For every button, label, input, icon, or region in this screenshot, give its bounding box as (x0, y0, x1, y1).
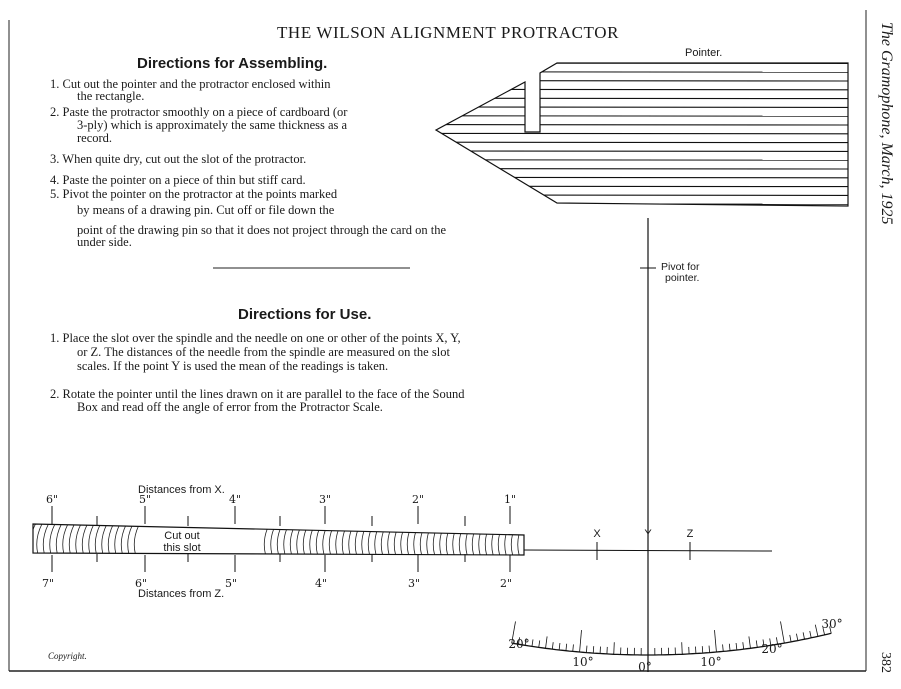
protractor-tick (796, 633, 799, 641)
protractor-tick (769, 638, 772, 646)
list-item-line: under side. (77, 235, 132, 249)
list-item-line: 3-ply) which is approximately the same t… (77, 118, 348, 132)
protractor-tick (681, 642, 683, 655)
protractor-tick (809, 630, 812, 638)
protractor-label: 30° (821, 617, 842, 631)
protractor-tick (551, 642, 554, 650)
list-item-line: 3. When quite dry, cut out the slot of t… (50, 152, 306, 166)
pivot-label-2: pointer. (665, 272, 699, 284)
protractor-tick (565, 643, 568, 651)
protractor-tick (538, 640, 541, 648)
top-scale-label: 5" (139, 493, 151, 506)
bottom-scale-label: 3" (408, 577, 420, 590)
protractor-tick (762, 639, 765, 647)
protractor-tick (735, 642, 738, 650)
bottom-scale-label: 6" (135, 577, 147, 590)
list-item-line: point of the drawing pin so that it does… (77, 223, 446, 237)
protractor-tick (524, 638, 527, 646)
svg-text:382: 382 (878, 652, 893, 673)
top-scale-label: 2" (412, 493, 424, 506)
protractor-label: 0° (638, 660, 652, 674)
assembling-list: 1. Cut out the pointer and the protracto… (50, 77, 446, 249)
slot-label-2: this slot (163, 542, 200, 554)
list-item-line: Box and read off the angle of error from… (77, 400, 383, 414)
protractor-tick (722, 644, 724, 652)
protractor-tick (714, 630, 717, 653)
list-item-line: 2. Rotate the pointer until the lines dr… (50, 387, 465, 401)
page-title: THE WILSON ALIGNMENT PROTRACTOR (277, 23, 619, 42)
protractor-tick (708, 645, 710, 653)
protractor-scale: 20° 10° 0° 10° 20° 30° (508, 617, 842, 674)
protractor-label: 10° (700, 655, 721, 669)
protractor-tick (586, 645, 588, 653)
distances-z-label: Distances from Z. (138, 588, 224, 600)
list-item-line: scales. If the point Y is used the mean … (77, 359, 388, 373)
protractor-tick (579, 630, 582, 653)
protractor-label: 20° (761, 642, 782, 656)
bottom-scale-label: 5" (225, 577, 237, 590)
protractor-tick (780, 621, 785, 644)
copyright: Copyright. (48, 651, 87, 661)
spindle-line (523, 549, 773, 552)
protractor-tick (572, 644, 574, 652)
use-heading: Directions for Use. (238, 306, 371, 323)
top-scale-label: 4" (229, 493, 241, 506)
assembling-heading: Directions for Assembling. (137, 55, 327, 72)
top-scale-label: 6" (46, 493, 58, 506)
protractor-tick (789, 634, 792, 642)
pointer-label: Pointer. (685, 47, 722, 59)
protractor-tick (531, 639, 534, 647)
protractor-tick (814, 624, 819, 637)
protractor-tick (558, 642, 561, 650)
list-item-line: the rectangle. (77, 89, 144, 103)
needle-points: X Y Z (593, 528, 694, 560)
point-label: X (593, 528, 601, 540)
list-item-line: 5. Pivot the pointer on the protractor a… (50, 187, 338, 201)
slot-scale: 6" 7" 5" 6" 4" 5" 3" 4" 2" 3" 1" 2" (42, 493, 516, 590)
list-item-line: 4. Paste the pointer on a piece of thin … (50, 173, 306, 187)
use-list: 1. Place the slot over the spindle and t… (50, 331, 465, 414)
protractor-tick (776, 637, 778, 645)
pivot-label: Pivot for (661, 261, 700, 273)
point-label: Y (644, 528, 652, 540)
point-label: Z (687, 528, 694, 540)
protractor-tick (545, 636, 548, 649)
protractor-tick (518, 637, 520, 645)
slot-cutout (32, 523, 525, 556)
list-item-line: 1. Place the slot over the spindle and t… (50, 331, 461, 345)
bottom-scale-label: 7" (42, 577, 54, 590)
protractor-tick (822, 627, 825, 635)
top-scale-label: 3" (319, 493, 331, 506)
list-item-line: 1. Cut out the pointer and the protracto… (50, 77, 331, 91)
page-number: 382 (878, 652, 893, 673)
protractor-tick (742, 642, 745, 650)
side-caption: The Gramophone, March, 1925 (878, 22, 895, 225)
protractor-arc (511, 632, 832, 656)
list-item-line: 2. Paste the protractor smoothly on a pi… (50, 105, 348, 119)
bottom-scale-label: 4" (315, 577, 327, 590)
protractor-tick (613, 642, 615, 655)
list-item-line: or Z. The distances of the needle from t… (77, 345, 450, 359)
pointer-cutout (434, 62, 849, 207)
top-scale-label: 1" (504, 493, 516, 506)
protractor-label: 20° (508, 637, 529, 651)
protractor-tick (829, 626, 832, 634)
protractor-tick (748, 636, 751, 649)
protractor-tick (728, 643, 731, 651)
protractor-tick (511, 621, 516, 644)
list-item-line: by means of a drawing pin. Cut off or fi… (77, 203, 335, 217)
slot-label: Cut out (164, 530, 199, 542)
list-item-line: record. (77, 131, 112, 145)
svg-text:The Gramophone, March, 1925: The Gramophone, March, 1925 (878, 22, 895, 225)
distances-x-label: Distances from X. (138, 484, 225, 496)
protractor-tick (802, 632, 805, 640)
protractor-label: 10° (572, 655, 593, 669)
bottom-scale-label: 2" (500, 577, 512, 590)
protractor-tick (755, 640, 758, 648)
